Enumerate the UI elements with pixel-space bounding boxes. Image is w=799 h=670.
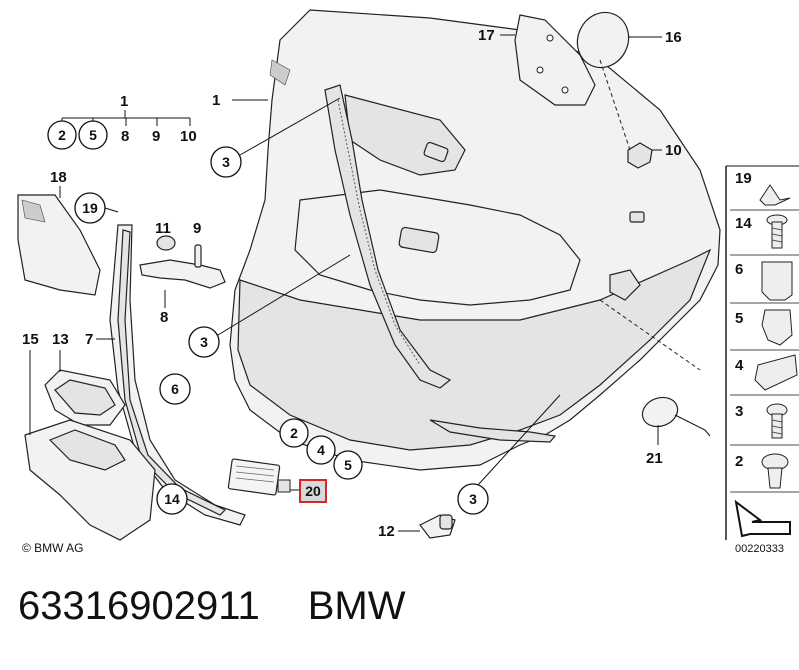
reflector-21	[641, 396, 711, 437]
callout-5: 5	[333, 450, 363, 480]
screw-icon	[766, 214, 788, 249]
cap-11	[156, 235, 176, 251]
svg-text:6: 6	[171, 381, 179, 397]
round-cap-16	[576, 11, 630, 69]
dashed-guide	[599, 59, 631, 151]
callout-17: 17	[478, 27, 495, 44]
callout-2-sub: 2	[47, 120, 77, 150]
copyright-notice: © BMW AG	[22, 541, 84, 555]
direction-arrow-icon	[734, 499, 791, 538]
tray-15	[24, 419, 156, 541]
callout-5-sub: 5	[78, 120, 108, 150]
callout-13: 13	[52, 331, 69, 348]
callout-11: 11	[155, 220, 171, 237]
callout-14: 14	[156, 483, 188, 515]
brand-name: BMW	[307, 584, 406, 628]
legend-label: 14	[735, 215, 752, 232]
callout-labels: 1 1 8 9 10 17 16 10 18 11 9 8 15 13 7 12…	[22, 27, 682, 540]
callout-12: 12	[378, 523, 395, 540]
callout-1: 1	[212, 92, 220, 109]
callout-10-sub: 10	[180, 128, 197, 145]
callout-10: 10	[665, 142, 682, 159]
callout-18: 18	[50, 169, 67, 186]
callout-3-bottom: 3	[457, 394, 561, 515]
svg-text:3: 3	[200, 334, 208, 350]
svg-text:3: 3	[222, 154, 230, 170]
clip-10	[627, 142, 653, 169]
cover-plate-17	[514, 14, 596, 106]
fastener-legend: 19 14 6 5 4 3 2	[725, 165, 799, 540]
callout-9: 9	[193, 220, 201, 237]
callout-21: 21	[646, 450, 663, 467]
callout-4: 4	[306, 435, 336, 465]
door-trim-panel	[229, 9, 721, 471]
door-pull-handle-8	[139, 259, 226, 289]
svg-text:19: 19	[82, 200, 98, 216]
svg-text:5: 5	[344, 457, 352, 473]
circled-callouts: 2 5 3 19 3 6 14	[47, 97, 561, 515]
diagram-reference-number: 00220333	[735, 543, 784, 555]
clip-icon	[761, 261, 793, 301]
callout-1-group: 1	[120, 93, 128, 110]
clip-icon	[761, 309, 793, 346]
clip-12	[419, 514, 456, 539]
legend-label: 2	[735, 453, 743, 470]
trim-strip	[324, 84, 452, 389]
callout-15: 15	[22, 331, 39, 348]
svg-text:20: 20	[305, 483, 321, 499]
clip-icon	[754, 354, 798, 391]
screw-icon	[766, 403, 788, 439]
dashed-guide	[599, 299, 701, 371]
legend-label: 5	[735, 310, 743, 327]
callout-3-middle: 3	[188, 254, 351, 358]
legend-label: 6	[735, 261, 743, 278]
callout-6: 6	[159, 373, 191, 405]
legend-label: 4	[735, 357, 744, 374]
svg-text:3: 3	[469, 491, 477, 507]
bin-13	[44, 369, 126, 426]
part-number: 63316902911	[18, 584, 260, 628]
callout-16: 16	[665, 29, 682, 46]
triangle-trim-18	[17, 194, 101, 296]
light-unit-20	[227, 458, 291, 496]
legend-label: 3	[735, 403, 743, 420]
callout-7: 7	[85, 331, 93, 348]
part-caption: 63316902911 BMW	[18, 584, 406, 629]
callout-8-sub: 8	[121, 128, 129, 145]
expanding-rivet-icon	[761, 453, 789, 489]
long-trim-strip-7	[109, 224, 246, 526]
callout-20-highlighted: 20	[290, 479, 327, 503]
svg-text:14: 14	[164, 491, 180, 507]
svg-text:4: 4	[317, 442, 325, 458]
callout-19: 19	[74, 192, 119, 224]
svg-text:2: 2	[58, 127, 66, 143]
svg-text:2: 2	[290, 425, 298, 441]
svg-text:5: 5	[89, 127, 97, 143]
push-nut-icon	[759, 184, 791, 206]
pin-9	[194, 244, 202, 268]
callout-3-top: 3	[210, 97, 341, 178]
legend-label: 19	[735, 170, 752, 187]
callout-9-sub: 9	[152, 128, 160, 145]
callout-2: 2	[279, 418, 309, 448]
callout-8: 8	[160, 309, 168, 326]
